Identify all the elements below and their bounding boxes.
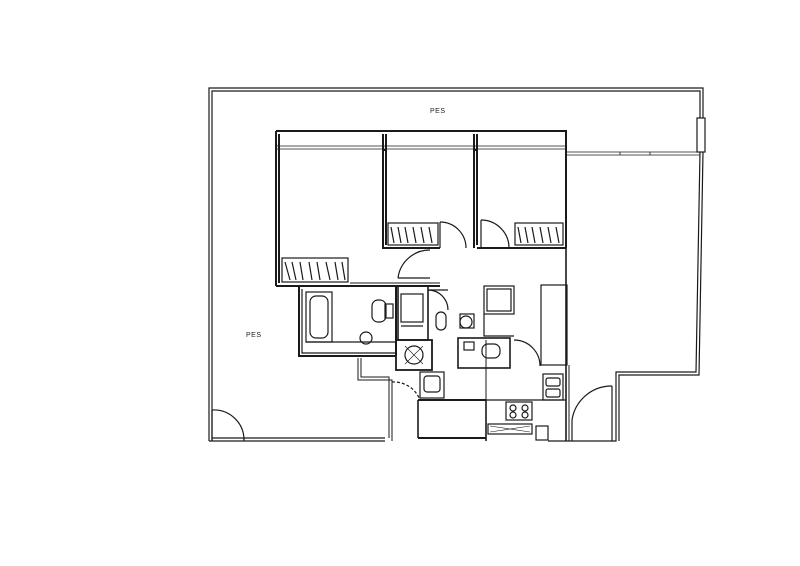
kitchen [485, 248, 570, 442]
utility-room [357, 358, 486, 441]
basin [359, 331, 373, 345]
bathroom-1 [298, 286, 397, 357]
door-bedroom-2 [439, 221, 467, 249]
downpipe [696, 117, 706, 153]
bathroom-2 [397, 286, 475, 341]
toilet [481, 343, 501, 359]
pes-label-top: PES [430, 108, 446, 115]
pes-label-left: PES [246, 332, 262, 339]
door-bedroom-3 [480, 219, 510, 249]
bedroom-block [275, 130, 567, 287]
wardrobe-bedroom-1 [281, 257, 349, 283]
wardrobe-bedroom-3 [514, 222, 564, 246]
outer-boundary [208, 87, 706, 442]
toilet [435, 311, 447, 331]
stove [505, 401, 533, 421]
wardrobe-bedroom-2 [387, 222, 439, 246]
service-shaft [395, 339, 433, 371]
door-pes [211, 409, 245, 441]
bedroom-windows [276, 145, 566, 150]
door-bedroom-1 [397, 249, 431, 279]
living-glazing [566, 151, 700, 156]
main-door [571, 385, 613, 441]
kitchen-cabinet [487, 423, 533, 435]
toilet [371, 299, 387, 323]
kitchen-counter [540, 284, 568, 366]
